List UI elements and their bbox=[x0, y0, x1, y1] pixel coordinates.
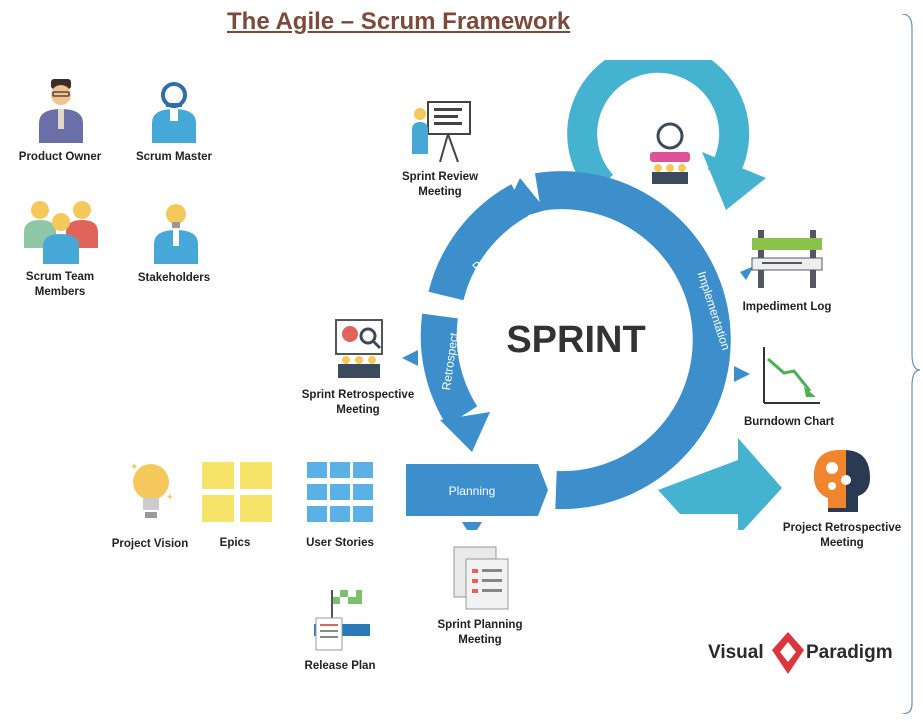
planning-bar bbox=[406, 464, 548, 516]
presentation-icon bbox=[412, 101, 471, 163]
product-owner-icon bbox=[39, 79, 83, 143]
planning-label: Planning bbox=[449, 484, 496, 498]
lightbulb-icon: ✦✦ bbox=[130, 462, 174, 518]
brain-gears-icon bbox=[814, 450, 870, 512]
product-owner-label: Product Owner bbox=[18, 151, 102, 163]
svg-text:Daily Scrum: Daily Scrum bbox=[631, 89, 707, 112]
svg-text:✦: ✦ bbox=[130, 462, 138, 473]
barrier-icon bbox=[751, 230, 823, 288]
scrum-master-label: Scrum Master bbox=[135, 151, 213, 163]
grid-icon bbox=[307, 462, 373, 522]
release-plan-label: Release Plan bbox=[304, 660, 376, 672]
scrum-master-icon bbox=[152, 82, 196, 143]
epics-label: Epics bbox=[219, 537, 251, 549]
project-retrospective-label: Project Retrospective Meeting bbox=[782, 522, 902, 549]
logo-word-paradigm: Paradigm bbox=[806, 642, 893, 663]
sticky-notes-icon bbox=[202, 462, 272, 522]
daily-scrum-label: Daily Scrum bbox=[631, 89, 707, 112]
release-plan-icon bbox=[314, 590, 370, 651]
stakeholder-icon bbox=[154, 204, 198, 264]
daily-scrum-icon bbox=[650, 122, 690, 184]
project-vision-label: Project Vision bbox=[111, 538, 189, 550]
sprint-cycle: Daily Scrum Planning SPRINT Review Retro… bbox=[402, 60, 782, 530]
team-icon bbox=[24, 201, 98, 264]
sprint-review-label: Sprint Review Meeting bbox=[401, 171, 479, 198]
svg-text:✦: ✦ bbox=[166, 492, 174, 502]
retrospective-icon bbox=[335, 319, 383, 378]
sprint-label: SPRINT bbox=[506, 319, 645, 361]
logo-word-visual: Visual bbox=[708, 642, 764, 663]
impediment-log-label: Impediment Log bbox=[742, 301, 832, 313]
daily-scrum-arrowhead bbox=[702, 152, 766, 210]
user-stories-label: User Stories bbox=[306, 537, 374, 549]
implementation-arc bbox=[535, 171, 731, 510]
daily-scrum-arc bbox=[567, 60, 750, 196]
retrospect-arc bbox=[420, 313, 478, 426]
sprint-retrospective-label: Sprint Retrospective Meeting bbox=[301, 389, 415, 416]
visual-paradigm-logo: Visual Paradigm bbox=[708, 628, 898, 680]
release-arrow bbox=[658, 438, 782, 530]
sprint-planning-label: Sprint Planning Meeting bbox=[437, 619, 523, 646]
stakeholders-label: Stakeholders bbox=[137, 272, 211, 284]
right-brace bbox=[901, 14, 920, 714]
page-title: The Agile – Scrum Framework bbox=[227, 8, 571, 35]
burndown-chart-label: Burndown Chart bbox=[743, 416, 835, 428]
visual-paradigm-logo-icon bbox=[772, 632, 804, 674]
document-icon bbox=[453, 546, 509, 610]
chart-icon bbox=[763, 347, 820, 404]
scrum-team-label: Scrum Team Members bbox=[25, 271, 95, 298]
